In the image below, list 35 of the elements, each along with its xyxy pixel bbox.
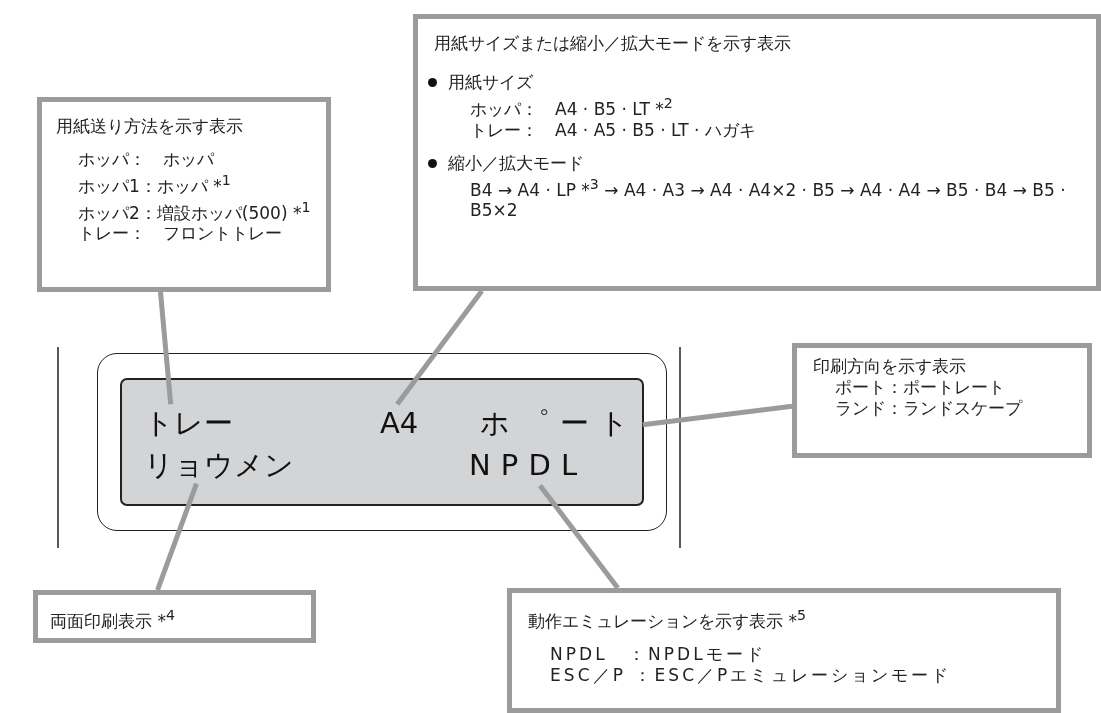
callout-heading: 印刷方向を示す表示 [813, 356, 967, 377]
display-text: A4 [380, 406, 419, 440]
display-text: リョウメン [144, 448, 294, 482]
callout-heading: 動作エミュレーションを示す表示 *$^{5}$ [528, 606, 807, 632]
callout-text: 用紙サイズ [448, 72, 1058, 93]
callout-box [507, 588, 1061, 713]
display-text: NPDL [469, 448, 588, 482]
callout-box [792, 343, 1092, 458]
leader-line [395, 289, 484, 406]
callout-text: ランド：ランドスケープ [835, 398, 1024, 419]
callout-text: ホッパ： A4 · B5 · LT *$^{2}$ [470, 94, 674, 120]
callout-box [33, 590, 316, 643]
leader-line [642, 403, 793, 428]
leader-line [158, 291, 174, 405]
callout-text: B4 → A4 · LP *$^{3}$ → A4 · A3 → A4 · A4×2 · B5 → A4 · A4 → B5 · B4 → B5 · B5×2 [470, 174, 1067, 222]
callout-text: トレー： A4 · A5 · B5 · LT · ハガキ [470, 119, 757, 141]
callout-heading: 両面印刷表示 *$^{4}$ [50, 606, 176, 632]
leader-line [537, 483, 620, 590]
callout-text: トレー： フロントトレー [78, 223, 283, 245]
callout-text: ポート：ポートレート [835, 377, 1006, 398]
callout-text: 縮小／拡大モード [448, 152, 1058, 174]
callout-heading: 用紙サイズまたは縮小／拡大モードを示す表示 [434, 33, 792, 54]
display-text: ホ゜ート [480, 406, 640, 440]
leader-line [155, 482, 199, 591]
callout-text: ホッパ2：増設ホッパ(500) *$^{1}$ [78, 197, 312, 224]
callout-heading: 用紙送り方法を示す表示 [56, 116, 244, 137]
callout-text: NPDL ：NPDLモード [550, 643, 767, 665]
callout-text: ホッパ： ホッパ [78, 149, 215, 170]
callout-box [37, 97, 331, 292]
display-text: トレー [144, 406, 233, 440]
callout-text: ESC／P ：ESC／Pエミュレーションモード [550, 664, 953, 686]
display-bezel [97, 353, 667, 531]
callout-box [413, 14, 1101, 291]
lcd-screen [120, 378, 644, 506]
callout-text: ホッパ1：ホッパ *$^{1}$ [78, 171, 232, 197]
